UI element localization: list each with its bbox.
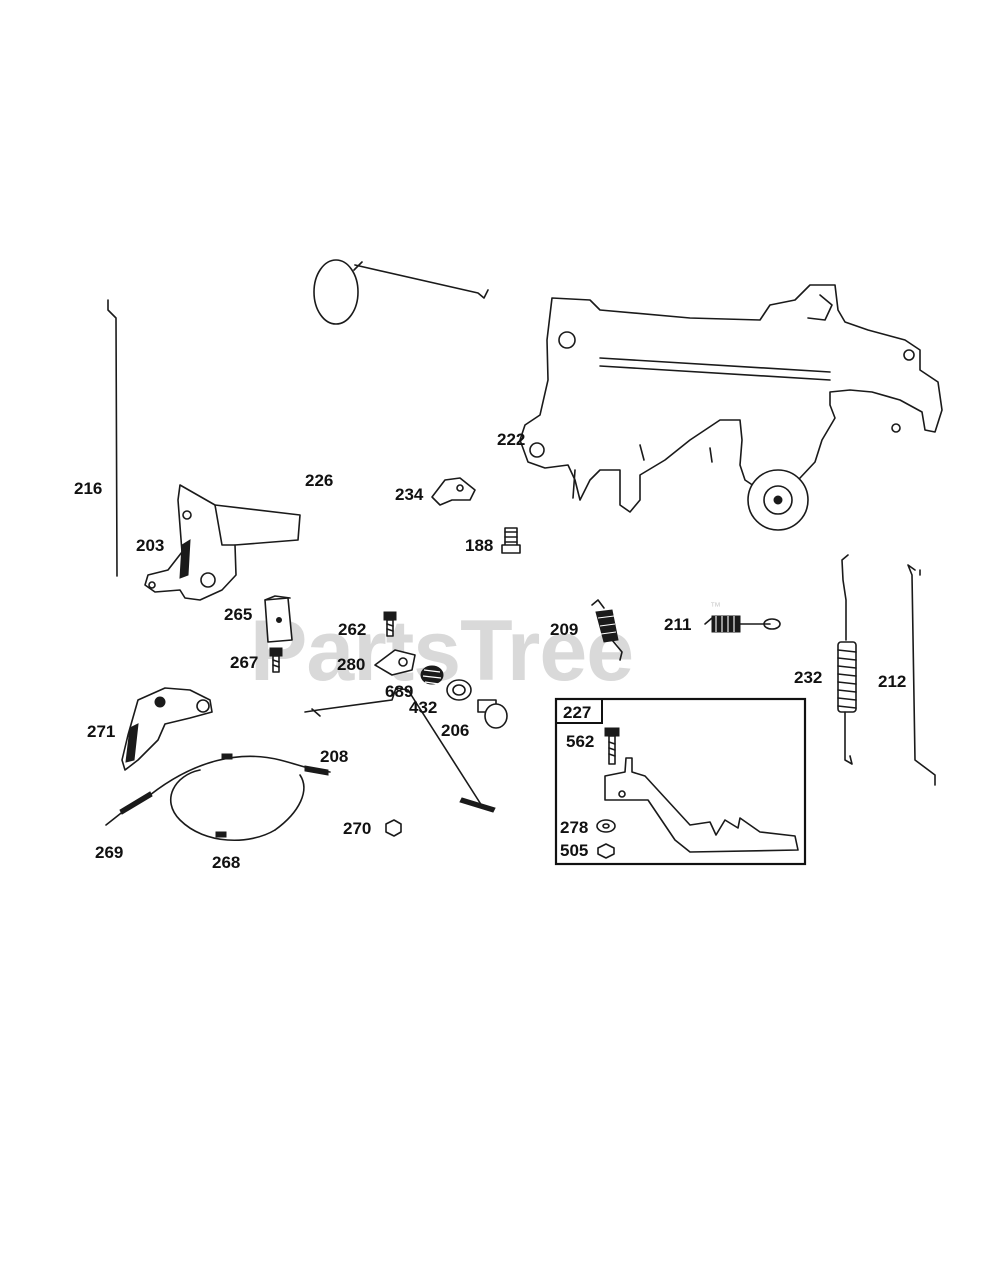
part-268-269-cable[interactable] [105,753,331,842]
part-216-rod[interactable] [107,299,118,577]
part-262-screw[interactable] [383,611,397,637]
label-203: 203 [136,536,164,555]
label-212: 212 [878,672,906,691]
part-226-link[interactable] [313,259,489,325]
label-432: 432 [409,698,437,717]
part-208-rod[interactable] [304,687,496,813]
label-188: 188 [465,536,493,555]
label-226: 226 [305,471,333,490]
label-227: 227 [563,703,591,722]
label-268: 268 [212,853,240,872]
label-206: 206 [441,721,469,740]
label-232: 232 [794,668,822,687]
label-269: 269 [95,843,123,862]
part-211-spring[interactable] [704,615,781,633]
label-265: 265 [224,605,252,624]
label-216: 216 [74,479,102,498]
watermark-trademark: ™ [710,601,721,613]
part-203-bracket[interactable] [144,484,301,601]
part-212-rod[interactable] [907,564,936,786]
label-222: 222 [497,430,525,449]
part-188-screw[interactable] [501,527,521,554]
part-432-bushing[interactable] [446,679,472,701]
label-278: 278 [560,818,588,837]
label-280: 280 [337,655,365,674]
label-689: 689 [385,682,413,701]
part-206-knob[interactable] [477,699,508,729]
label-211: 211 [664,615,691,634]
part-270-nut[interactable] [385,819,402,837]
part-209-spring[interactable] [591,599,623,661]
label-209: 209 [550,620,578,639]
label-271: 271 [87,722,115,741]
part-234-clip[interactable] [431,477,476,506]
label-234: 234 [395,485,424,504]
label-262: 262 [338,620,366,639]
label-208: 208 [320,747,348,766]
part-271-bracket[interactable] [121,687,213,771]
part-689-spring[interactable] [420,665,444,685]
part-265-clamp[interactable] [264,595,293,643]
part-232-spring[interactable] [837,554,857,765]
label-562: 562 [566,732,594,751]
watermark: PartsTree [250,603,633,699]
part-267-screw[interactable] [269,647,283,673]
label-267: 267 [230,653,258,672]
part-222-control-plate[interactable] [519,284,943,531]
label-270: 270 [343,819,371,838]
part-280-bracket[interactable] [374,649,416,676]
part-227-kit-box[interactable] [554,697,807,866]
label-505: 505 [560,841,588,860]
